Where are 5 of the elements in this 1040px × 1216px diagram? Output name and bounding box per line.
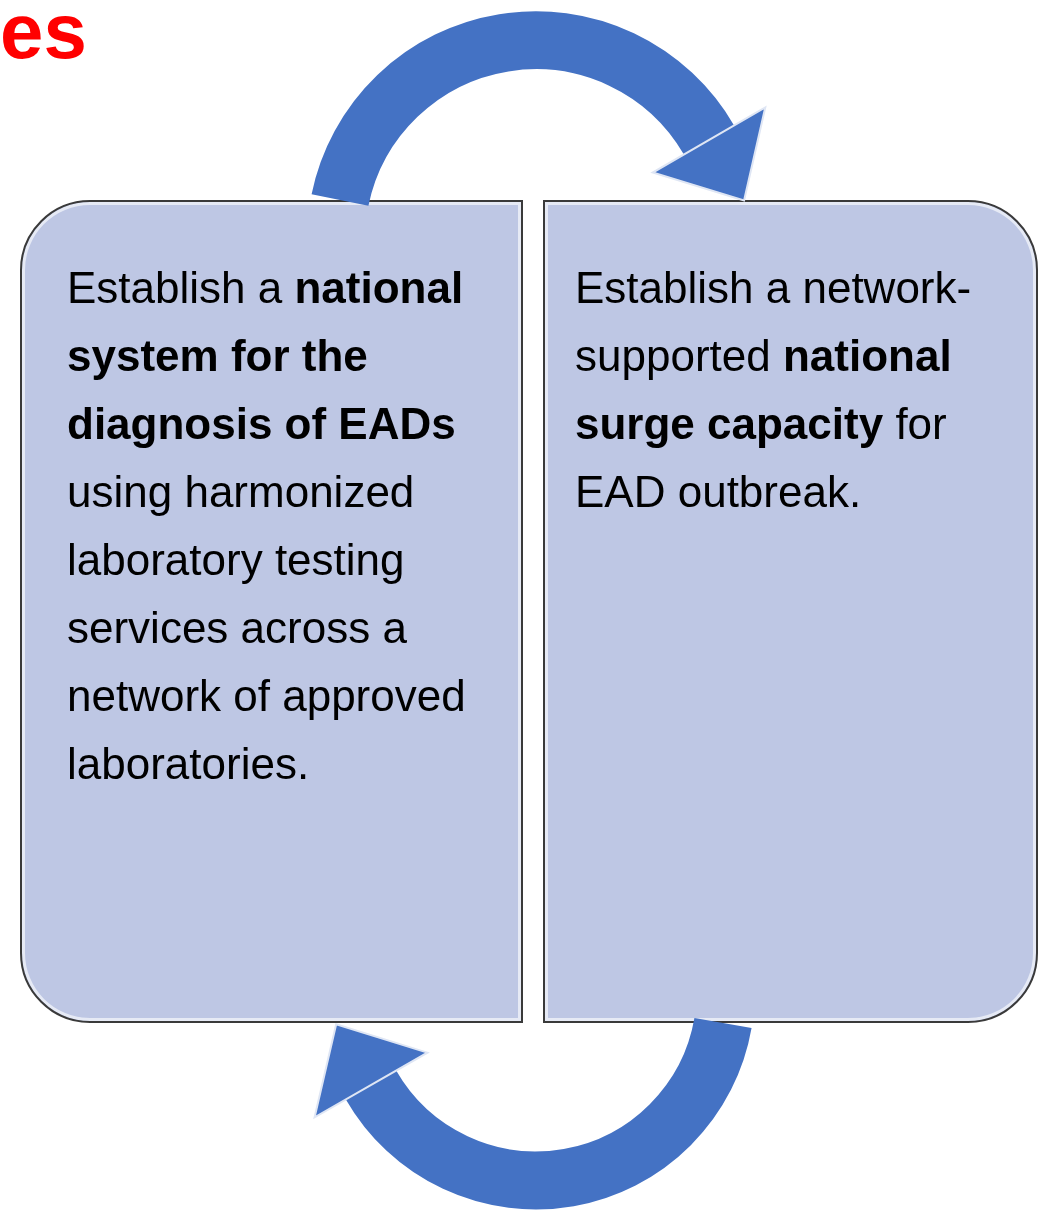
text-panel xyxy=(543,200,1038,1023)
title: es xyxy=(0,0,87,70)
panel-text: Establish a network-supported national surge capacity for EAD outbreak. xyxy=(575,262,973,518)
panel-text: Establish a national system for the diagnosis of EADs using harmonized laboratory testing services across a network of approved laboratories. xyxy=(67,262,467,790)
text-panel xyxy=(20,200,523,1023)
